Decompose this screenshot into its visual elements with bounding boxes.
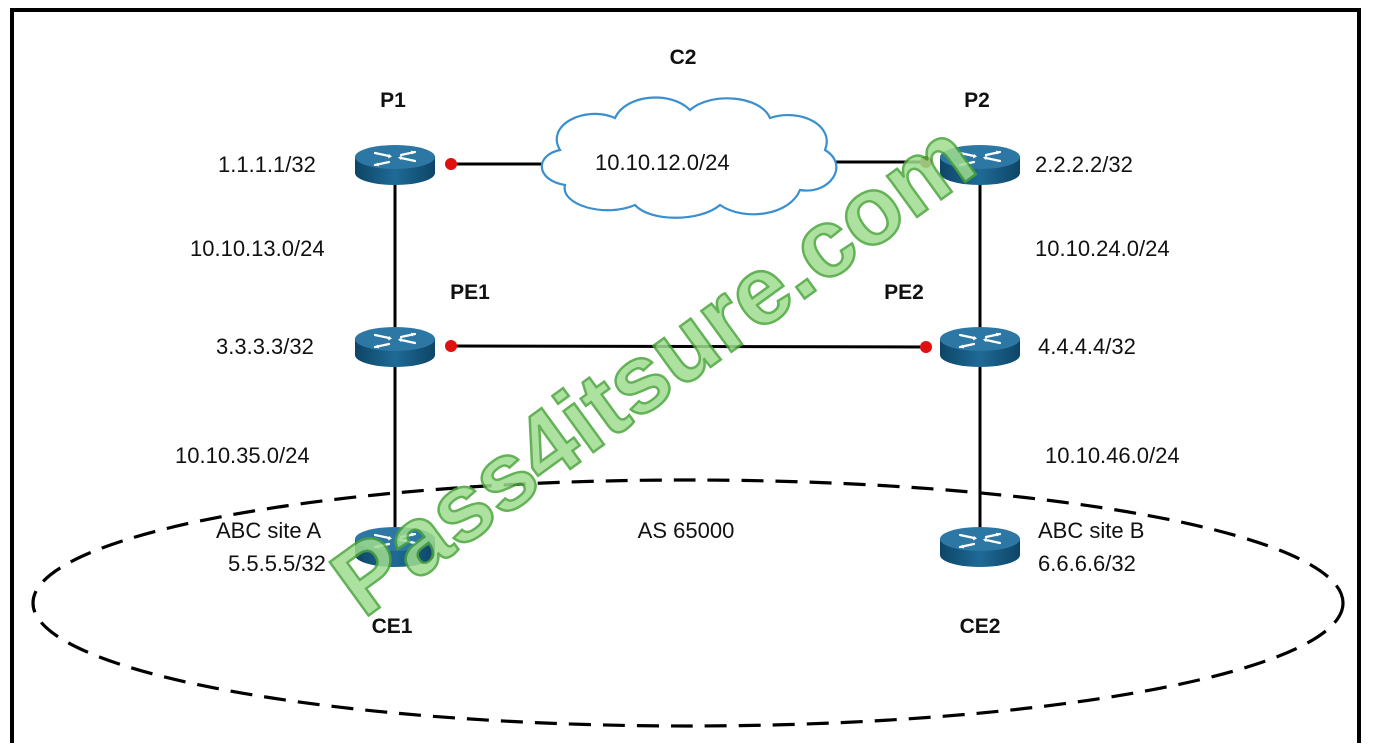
subnet-pe2-ce2: 10.10.46.0/24 bbox=[1045, 443, 1180, 468]
router-pe1-icon bbox=[353, 325, 437, 369]
p2-name: P2 bbox=[964, 89, 990, 112]
subnet-p1-pe1: 10.10.13.0/24 bbox=[190, 236, 325, 261]
cloud-c2 bbox=[540, 96, 838, 219]
endpoint-dot bbox=[920, 341, 932, 353]
endpoint-dot bbox=[445, 340, 457, 352]
p1-name: P1 bbox=[380, 89, 406, 112]
router-pe2-icon bbox=[938, 325, 1022, 369]
ce1-name: CE1 bbox=[372, 615, 413, 638]
ce1-site: ABC site A bbox=[216, 518, 321, 543]
router-p1-icon bbox=[353, 143, 437, 187]
pe1-ip: 3.3.3.3/32 bbox=[216, 334, 314, 359]
pe2-ip: 4.4.4.4/32 bbox=[1038, 334, 1136, 359]
cloud-name: C2 bbox=[670, 46, 697, 69]
as-boundary bbox=[31, 478, 1345, 728]
p2-ip: 2.2.2.2/32 bbox=[1035, 152, 1133, 177]
pe2-name: PE2 bbox=[884, 281, 924, 304]
ce1-ip: 5.5.5.5/32 bbox=[228, 551, 326, 576]
endpoint-dot bbox=[445, 158, 457, 170]
pe1-name: PE1 bbox=[450, 281, 490, 304]
router-ce2-icon bbox=[938, 525, 1022, 569]
as-label: AS 65000 bbox=[638, 518, 735, 543]
ce2-ip: 6.6.6.6/32 bbox=[1038, 551, 1136, 576]
p1-ip: 1.1.1.1/32 bbox=[218, 152, 316, 177]
subnet-p2-pe2: 10.10.24.0/24 bbox=[1035, 236, 1170, 261]
ce2-name: CE2 bbox=[960, 615, 1001, 638]
cloud-subnet: 10.10.12.0/24 bbox=[595, 150, 730, 175]
ce2-site: ABC site B bbox=[1038, 518, 1144, 543]
link-pe1-pe2 bbox=[449, 344, 926, 349]
subnet-pe1-ce1: 10.10.35.0/24 bbox=[175, 443, 310, 468]
endpoint-dot bbox=[920, 156, 932, 168]
